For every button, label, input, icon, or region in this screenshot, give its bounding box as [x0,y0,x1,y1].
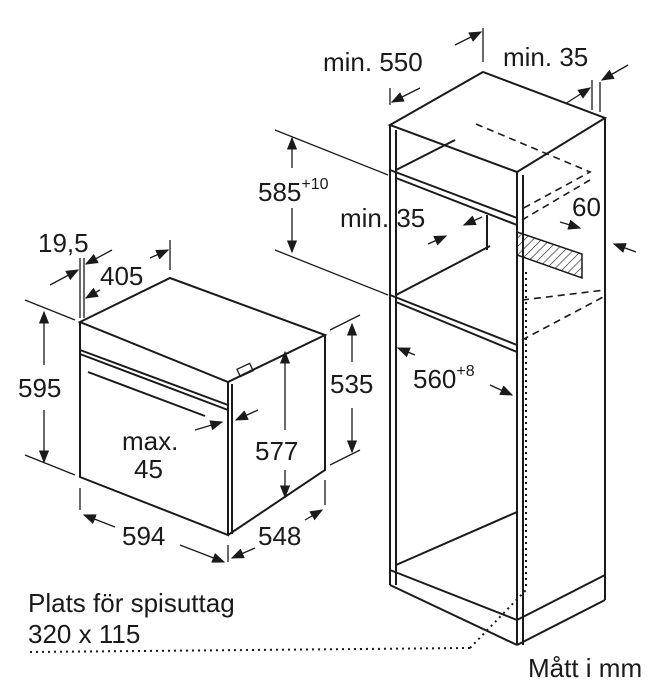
oven-drawing [77,276,328,537]
oven-height-label: 595 [18,373,61,403]
cabinet-width-tol: +8 [456,363,474,380]
vent-depth-label: 60 [572,192,601,222]
vent-slot [236,362,254,378]
cabinet-height-label: 585+10 [258,176,329,207]
socket-note-line1: Plats för spisuttag [28,588,235,618]
cabinet-drawing [387,70,608,646]
oven-body-height-label: 577 [255,436,298,466]
oven-top-depth-label: 405 [100,261,143,291]
cabinet-height-base: 585 [258,177,301,207]
oven-width-label: 594 [122,521,165,551]
cabinet-depth-label: min. 550 [323,47,423,77]
oven-front-offset-label: 19,5 [38,228,89,258]
door-max-value: 45 [134,454,163,484]
units-note: Mått i mm [528,653,642,683]
cabinet-width-base: 560 [413,364,456,394]
oven-side-height-label: 535 [330,369,373,399]
vent-opening-hatch [516,230,583,280]
dimension-lines [24,28,637,653]
door-max-label: max. [122,426,178,456]
vent-gap-label: min. 35 [340,203,425,233]
cabinet-height-tol: +10 [301,176,328,193]
cabinet-width-label: 560+8 [413,363,475,394]
oven-depth-label: 548 [258,521,301,551]
socket-note-line2: 320 x 115 [28,619,140,649]
cabinet-rear-gap-label: min. 35 [503,42,588,72]
